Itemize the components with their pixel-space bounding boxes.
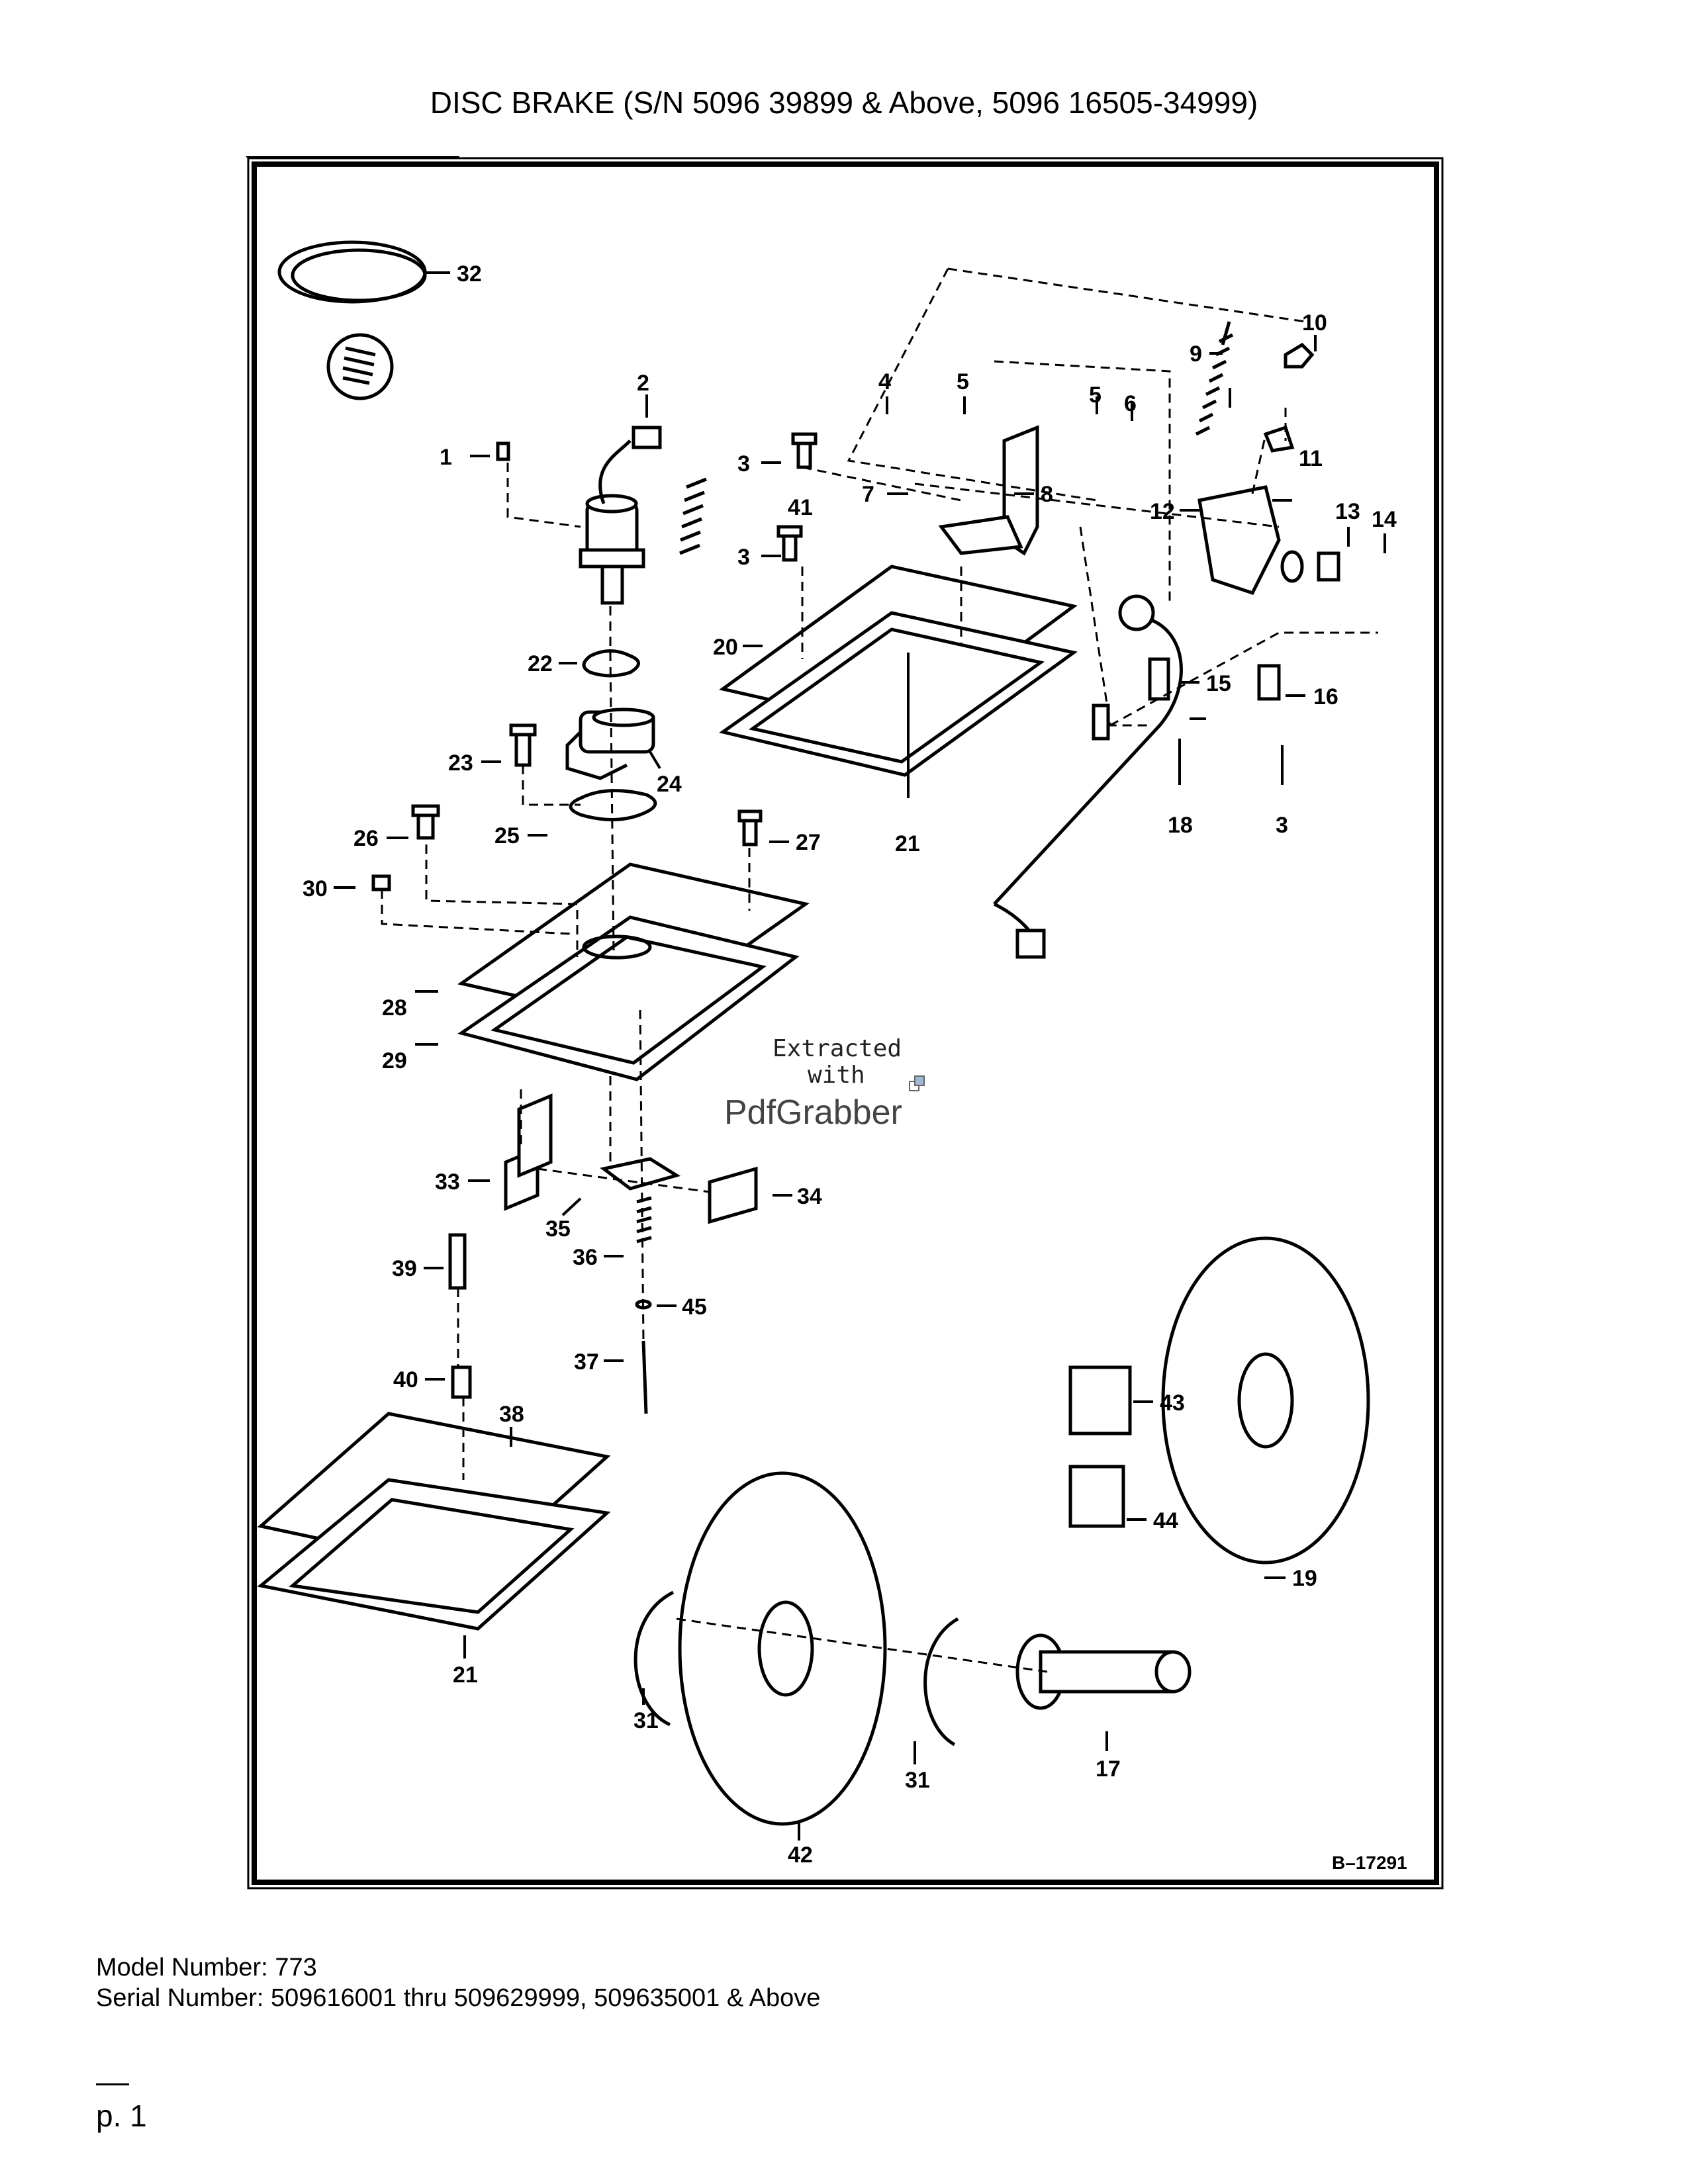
callout-30: 30 (303, 876, 328, 901)
watermark-brand: PdfGrabber (724, 1093, 902, 1132)
callout-16: 16 (1313, 684, 1338, 709)
page-title: DISC BRAKE (S/N 5096 39899 & Above, 5096… (430, 85, 1258, 120)
callout-8: 8 (1041, 482, 1053, 507)
callout-17: 17 (1096, 1756, 1121, 1782)
callout-25: 25 (494, 823, 520, 848)
callout-6: 6 (1124, 391, 1137, 416)
callout-34: 34 (797, 1184, 822, 1209)
callout-4: 4 (878, 369, 891, 394)
cover-plate-middle (457, 862, 810, 1081)
callout-5b: 5 (1089, 383, 1102, 408)
callout-2: 2 (637, 371, 649, 396)
callout-21b: 21 (453, 1662, 478, 1688)
assembly-lines (381, 267, 1378, 1673)
page-number: p. 1 (96, 2099, 147, 2133)
wire-coil-part (277, 240, 427, 400)
callout-35: 35 (545, 1216, 571, 1242)
callout-3c: 3 (1276, 813, 1288, 838)
brake-disc-19 (1161, 1236, 1370, 1565)
callout-leaders (246, 156, 1386, 1841)
model-number: Model Number: 773 (96, 1954, 317, 1981)
callout-19: 19 (1292, 1566, 1317, 1591)
callout-24: 24 (657, 772, 682, 797)
callout-44: 44 (1153, 1508, 1178, 1533)
caliper-block-parts (504, 1093, 758, 1224)
callout-10: 10 (1302, 310, 1327, 336)
callout-5a: 5 (957, 369, 969, 394)
callout-20: 20 (713, 635, 738, 660)
callout-27: 27 (796, 830, 821, 855)
callout-38: 38 (499, 1402, 524, 1427)
exploded-parts-diagram: 1 2 3 3 3 4 5 5 6 7 8 9 10 11 12 13 14 1… (246, 156, 1444, 1890)
callout-1: 1 (440, 445, 452, 470)
serial-number: Serial Number: 509616001 thru 509629999,… (96, 1984, 821, 2012)
callout-33: 33 (435, 1169, 460, 1195)
callout-18: 18 (1168, 813, 1193, 838)
callout-26: 26 (353, 826, 379, 851)
callout-41: 41 (788, 495, 813, 520)
snap-rings (633, 1590, 959, 1747)
callout-15: 15 (1206, 671, 1231, 696)
callout-42: 42 (788, 1843, 813, 1868)
callout-22: 22 (528, 651, 553, 676)
callout-23: 23 (448, 751, 473, 776)
callout-7: 7 (862, 482, 874, 507)
brake-housing-part (565, 649, 657, 821)
callout-28: 28 (382, 995, 407, 1021)
callout-21a: 21 (895, 831, 920, 856)
diagram-reference: B–17291 (1332, 1852, 1407, 1873)
callout-13: 13 (1335, 499, 1360, 524)
callout-labels: 1 2 3 3 3 4 5 5 6 7 8 9 10 11 12 13 14 1… (303, 261, 1397, 1868)
pdfgrabber-watermark: Extracted with PdfGrabber (724, 1035, 925, 1132)
callout-36: 36 (573, 1245, 598, 1270)
callout-11: 11 (1299, 446, 1323, 471)
callout-31b: 31 (905, 1768, 930, 1793)
spring-part-41 (679, 477, 707, 555)
brake-disc-42 (678, 1471, 887, 1826)
callout-43: 43 (1160, 1390, 1185, 1416)
brake-linkage-parts (938, 321, 1340, 741)
callout-37: 37 (574, 1349, 599, 1375)
callout-3a: 3 (737, 451, 750, 477)
watermark-line2: with (808, 1062, 865, 1089)
callout-3b: 3 (737, 545, 750, 570)
watermark-line1: Extracted (773, 1035, 902, 1062)
callout-39: 39 (392, 1256, 417, 1281)
callout-45: 45 (682, 1295, 707, 1320)
cover-plate-lower (257, 1412, 611, 1631)
solenoid-part (579, 426, 662, 605)
brake-pad-kit (1068, 1365, 1132, 1528)
callout-29: 29 (382, 1048, 407, 1073)
cover-plate-upper (719, 565, 1078, 777)
bolt-parts (371, 432, 818, 891)
callout-40: 40 (393, 1367, 418, 1392)
callout-32: 32 (457, 261, 482, 287)
footer-rule (96, 2083, 129, 2085)
callout-9: 9 (1190, 341, 1202, 367)
callout-14: 14 (1372, 507, 1397, 532)
sensor-cable-part (993, 594, 1183, 959)
callout-31a: 31 (633, 1708, 659, 1733)
callout-12: 12 (1150, 499, 1175, 524)
